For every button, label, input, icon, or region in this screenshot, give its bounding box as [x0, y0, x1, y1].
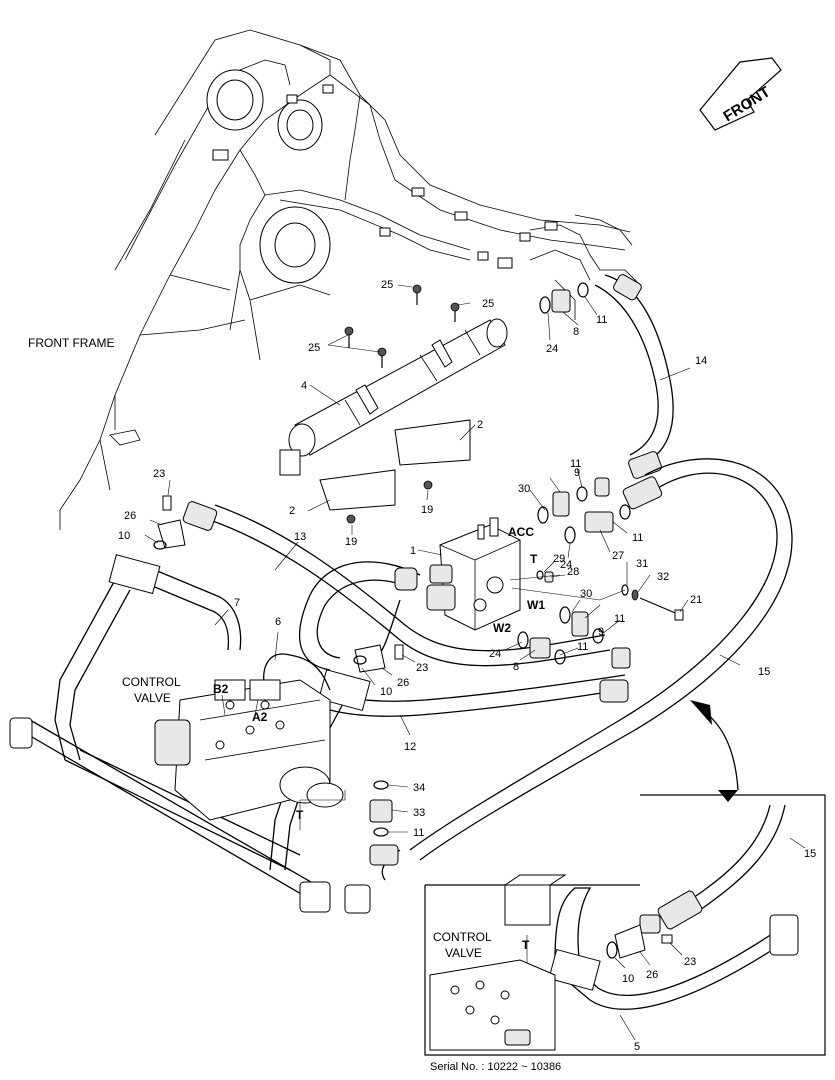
- part-number: 11: [632, 532, 643, 544]
- detail-callout-arrow: [690, 700, 739, 802]
- part-number: 19: [421, 504, 433, 516]
- part-number: 30: [580, 588, 592, 600]
- port-label-b2: B2: [213, 682, 229, 696]
- part-number: 23: [153, 468, 165, 480]
- part-number: 32: [657, 571, 669, 583]
- part-number: 27: [612, 550, 624, 562]
- part-number: 26: [124, 510, 136, 522]
- part-number: 23: [684, 956, 696, 968]
- part-number: 8: [513, 661, 519, 673]
- port-label-acc: ACC: [508, 525, 534, 539]
- valve-block-part-1: [426, 517, 521, 631]
- part-number: 14: [695, 355, 707, 367]
- accumulator-part-4: [279, 284, 508, 524]
- port-label-w2: W2: [493, 621, 511, 635]
- part-number: 5: [634, 1041, 640, 1053]
- inset-detail-box: [424, 794, 826, 1056]
- part-number: 21: [690, 594, 702, 606]
- port-label-w1: W1: [527, 598, 545, 612]
- part-number: 6: [275, 616, 281, 628]
- part-number: 13: [294, 531, 306, 543]
- part-number: 10: [118, 530, 130, 542]
- port-label-t-inset: T: [522, 938, 530, 952]
- fittings: [153, 282, 684, 866]
- part-number: 24: [546, 343, 558, 355]
- part-number: 15: [758, 666, 770, 678]
- inset-control-valve-label-line2: VALVE: [445, 946, 482, 960]
- leader-lines: [144, 284, 741, 833]
- control-valve-label-line2: VALVE: [134, 691, 171, 705]
- part-number: 7: [234, 597, 240, 609]
- port-label-t: T: [530, 552, 538, 566]
- part-number: 4: [301, 380, 307, 392]
- part-number: 26: [397, 677, 409, 689]
- part-number: 9: [574, 467, 580, 479]
- part-number: 34: [413, 782, 425, 794]
- part-number: 11: [413, 827, 424, 839]
- part-number: 23: [416, 662, 428, 674]
- part-number: 30: [518, 483, 530, 495]
- part-number: 24: [489, 648, 501, 660]
- front-direction-arrow: FRONT: [699, 57, 782, 131]
- part-number: 11: [596, 314, 607, 326]
- port-labels: ACC T W1 W2 B2 A2 T T: [213, 525, 545, 952]
- part-number: 10: [380, 686, 392, 698]
- part-number: 2: [477, 419, 483, 431]
- part-number: 11: [577, 641, 588, 653]
- front-arrow-label: FRONT: [720, 83, 773, 125]
- part-number: 29: [553, 553, 565, 565]
- part-number: 11: [570, 458, 581, 470]
- serial-number-label: Serial No. : 10222 ~ 10386: [430, 1061, 561, 1073]
- part-number: 1: [410, 545, 416, 557]
- part-number: 25: [308, 342, 320, 354]
- control-valve-assembly: [154, 679, 344, 821]
- steel-pipes: [9, 554, 371, 914]
- front-frame-structure: [59, 29, 641, 530]
- part-number: 9: [598, 626, 604, 638]
- part-number: 12: [404, 741, 416, 753]
- text-labels: FRONT FRAME CONTROL VALVE CONTROL VALVE …: [28, 336, 561, 1073]
- part-number: 24: [560, 559, 572, 571]
- control-valve-label-line1: CONTROL: [122, 675, 181, 689]
- part-number: 25: [381, 279, 393, 291]
- port-label-a2: A2: [252, 710, 268, 724]
- part-number: 2: [289, 505, 295, 517]
- part-number: 33: [413, 807, 425, 819]
- port-label-t-valve: T: [296, 808, 304, 822]
- part-number: 31: [636, 558, 648, 570]
- part-number: 19: [345, 536, 357, 548]
- part-number: 8: [573, 326, 579, 338]
- part-number: 25: [482, 298, 494, 310]
- part-number: 28: [567, 566, 579, 578]
- part-number: 10: [622, 973, 634, 985]
- part-number: 15: [804, 848, 816, 860]
- part-number: 11: [614, 613, 625, 625]
- part-number: 26: [646, 969, 658, 981]
- inset-control-valve-label-line1: CONTROL: [433, 930, 492, 944]
- front-frame-label: FRONT FRAME: [28, 336, 114, 350]
- part-number-labels: 1 2 2 4 5 6 7 8 8 9 9 10 10 10 11 11 11 …: [118, 279, 816, 1053]
- hoses: [182, 274, 793, 881]
